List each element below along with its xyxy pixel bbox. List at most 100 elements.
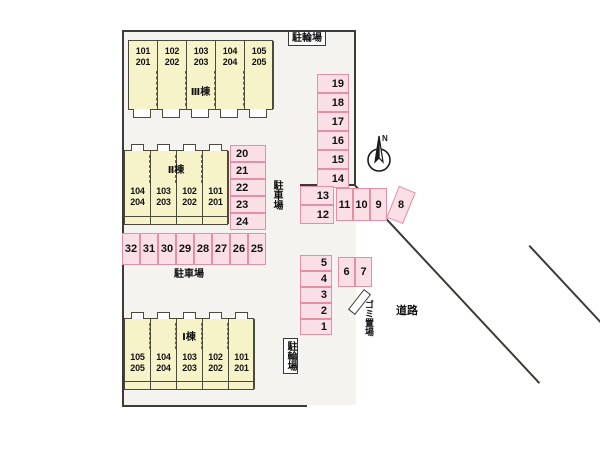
- parking-stall[interactable]: 14: [317, 169, 349, 188]
- unit-number-upper: 102: [164, 46, 180, 56]
- parking-stall[interactable]: 10: [353, 188, 370, 221]
- unit-number-upper: 102: [208, 352, 223, 362]
- unit-number-lower: 204: [156, 363, 171, 373]
- parking-stall[interactable]: 1: [300, 319, 332, 335]
- parking-stall[interactable]: 26: [230, 233, 248, 265]
- parking-stall[interactable]: 19: [317, 74, 349, 93]
- unit-number-lower: 203: [156, 197, 171, 207]
- building-name: Ⅲ棟: [190, 87, 211, 98]
- parking-stall-number: 9: [375, 198, 382, 211]
- parking-stall[interactable]: 32: [122, 233, 140, 265]
- parking-stall[interactable]: 24: [230, 213, 266, 230]
- parking-stall[interactable]: 5: [300, 255, 332, 271]
- unit-number-lower: 202: [182, 197, 197, 207]
- road-label: 道路: [396, 305, 418, 317]
- parking-stall[interactable]: 21: [230, 162, 266, 179]
- parking-stall-angled[interactable]: 8: [386, 185, 416, 225]
- parking-stall[interactable]: 27: [212, 233, 230, 265]
- unit-number-lower: 204: [222, 57, 238, 67]
- unit-number-upper: 103: [193, 46, 209, 56]
- parking-stall-number: 23: [236, 198, 249, 211]
- unit-cell: 104 204: [151, 319, 177, 389]
- parking-stall[interactable]: 2: [300, 303, 332, 319]
- parking-stall[interactable]: 4: [300, 271, 332, 287]
- parking-stall[interactable]: 25: [248, 233, 266, 265]
- parking-stall[interactable]: 18: [317, 93, 349, 112]
- building-2: 104 204 103 203 102 202 101 201 Ⅱ棟: [124, 150, 229, 225]
- unit-number-lower: 202: [208, 363, 223, 373]
- parking-stall-number: 32: [124, 243, 138, 255]
- stair-dash: [201, 323, 202, 349]
- parking-stall[interactable]: 7: [355, 257, 372, 287]
- stair-dash: [185, 71, 186, 106]
- parking-stall-number: 1: [320, 321, 327, 333]
- parking-stall[interactable]: 12: [300, 205, 334, 224]
- site-outline-left: [122, 30, 124, 407]
- parking-stall-number: 28: [196, 243, 210, 255]
- parking-stall-number: 12: [316, 208, 329, 221]
- entry-notch: [162, 109, 180, 118]
- parking-stall[interactable]: 29: [176, 233, 194, 265]
- unit-cell: 102 202: [158, 41, 187, 109]
- building-name: Ⅱ棟: [167, 165, 185, 176]
- parking-stall[interactable]: 15: [317, 150, 349, 169]
- parking-area-label-bottom: 駐車場: [174, 269, 204, 280]
- unit-number-upper: 104: [222, 46, 238, 56]
- bicycle-parking-label-top: 駐輪場: [288, 31, 326, 46]
- parking-stall[interactable]: 28: [194, 233, 212, 265]
- unit-cell: 101 201: [129, 41, 158, 109]
- parking-stall[interactable]: 13: [300, 186, 334, 205]
- unit-number-upper: 105: [251, 46, 267, 56]
- unit-cell: 102 202: [177, 151, 203, 224]
- unit-cell: 104 204: [216, 41, 245, 109]
- entry-notch: [157, 144, 170, 151]
- building-base-strip: [125, 216, 227, 224]
- compass-rose: N: [362, 132, 396, 176]
- parking-stall[interactable]: 9: [370, 188, 387, 221]
- unit-number-upper: 103: [156, 186, 171, 196]
- parking-stall[interactable]: 31: [140, 233, 158, 265]
- parking-stall-number: 26: [232, 243, 246, 255]
- building-name: Ⅰ棟: [182, 332, 196, 343]
- unit-cell: 101 201: [229, 319, 255, 389]
- unit-cell: 103 203: [177, 319, 203, 389]
- parking-stall-number: 4: [320, 273, 327, 285]
- unit-number-lower: 201: [234, 363, 249, 373]
- parking-stall[interactable]: 22: [230, 179, 266, 196]
- unit-number-upper: 101: [135, 46, 151, 56]
- unit-number-lower: 201: [135, 57, 151, 67]
- entry-notch: [220, 109, 238, 118]
- parking-stall-number: 24: [236, 215, 249, 228]
- entry-notch: [183, 144, 196, 151]
- unit-number-upper: 103: [182, 352, 197, 362]
- building-1: 105 205 104 204 103 203 102 202 101 201: [124, 318, 255, 390]
- stair-dash: [149, 323, 150, 349]
- entry-notch: [235, 312, 248, 319]
- parking-stall-number: 7: [360, 266, 367, 278]
- unit-number-upper: 104: [130, 186, 145, 196]
- parking-stall-number: 11: [338, 198, 351, 211]
- parking-stall-number: 20: [236, 147, 249, 160]
- unit-number-upper: 104: [156, 352, 171, 362]
- parking-stall[interactable]: 20: [230, 145, 266, 162]
- parking-stall[interactable]: 23: [230, 196, 266, 213]
- parking-stall-number: 19: [331, 77, 344, 90]
- parking-stall[interactable]: 17: [317, 112, 349, 131]
- parking-stall[interactable]: 3: [300, 287, 332, 303]
- parking-stall[interactable]: 6: [338, 257, 355, 287]
- entry-notch: [249, 109, 267, 118]
- unit-number-upper: 101: [208, 186, 223, 196]
- parking-stall-number: 29: [178, 243, 192, 255]
- parking-stall-number: 18: [331, 96, 344, 109]
- parking-stall[interactable]: 11: [336, 188, 353, 221]
- parking-stall-number: 27: [214, 243, 228, 255]
- parking-stall-number: 14: [331, 172, 344, 185]
- parking-stall[interactable]: 16: [317, 131, 349, 150]
- parking-area-label-mid: 駐車場: [271, 180, 282, 210]
- entry-notch: [131, 144, 144, 151]
- parking-stall-number: 31: [142, 243, 156, 255]
- parking-stall[interactable]: 30: [158, 233, 176, 265]
- unit-cell: 101 201: [203, 151, 229, 224]
- entry-notch: [157, 312, 170, 319]
